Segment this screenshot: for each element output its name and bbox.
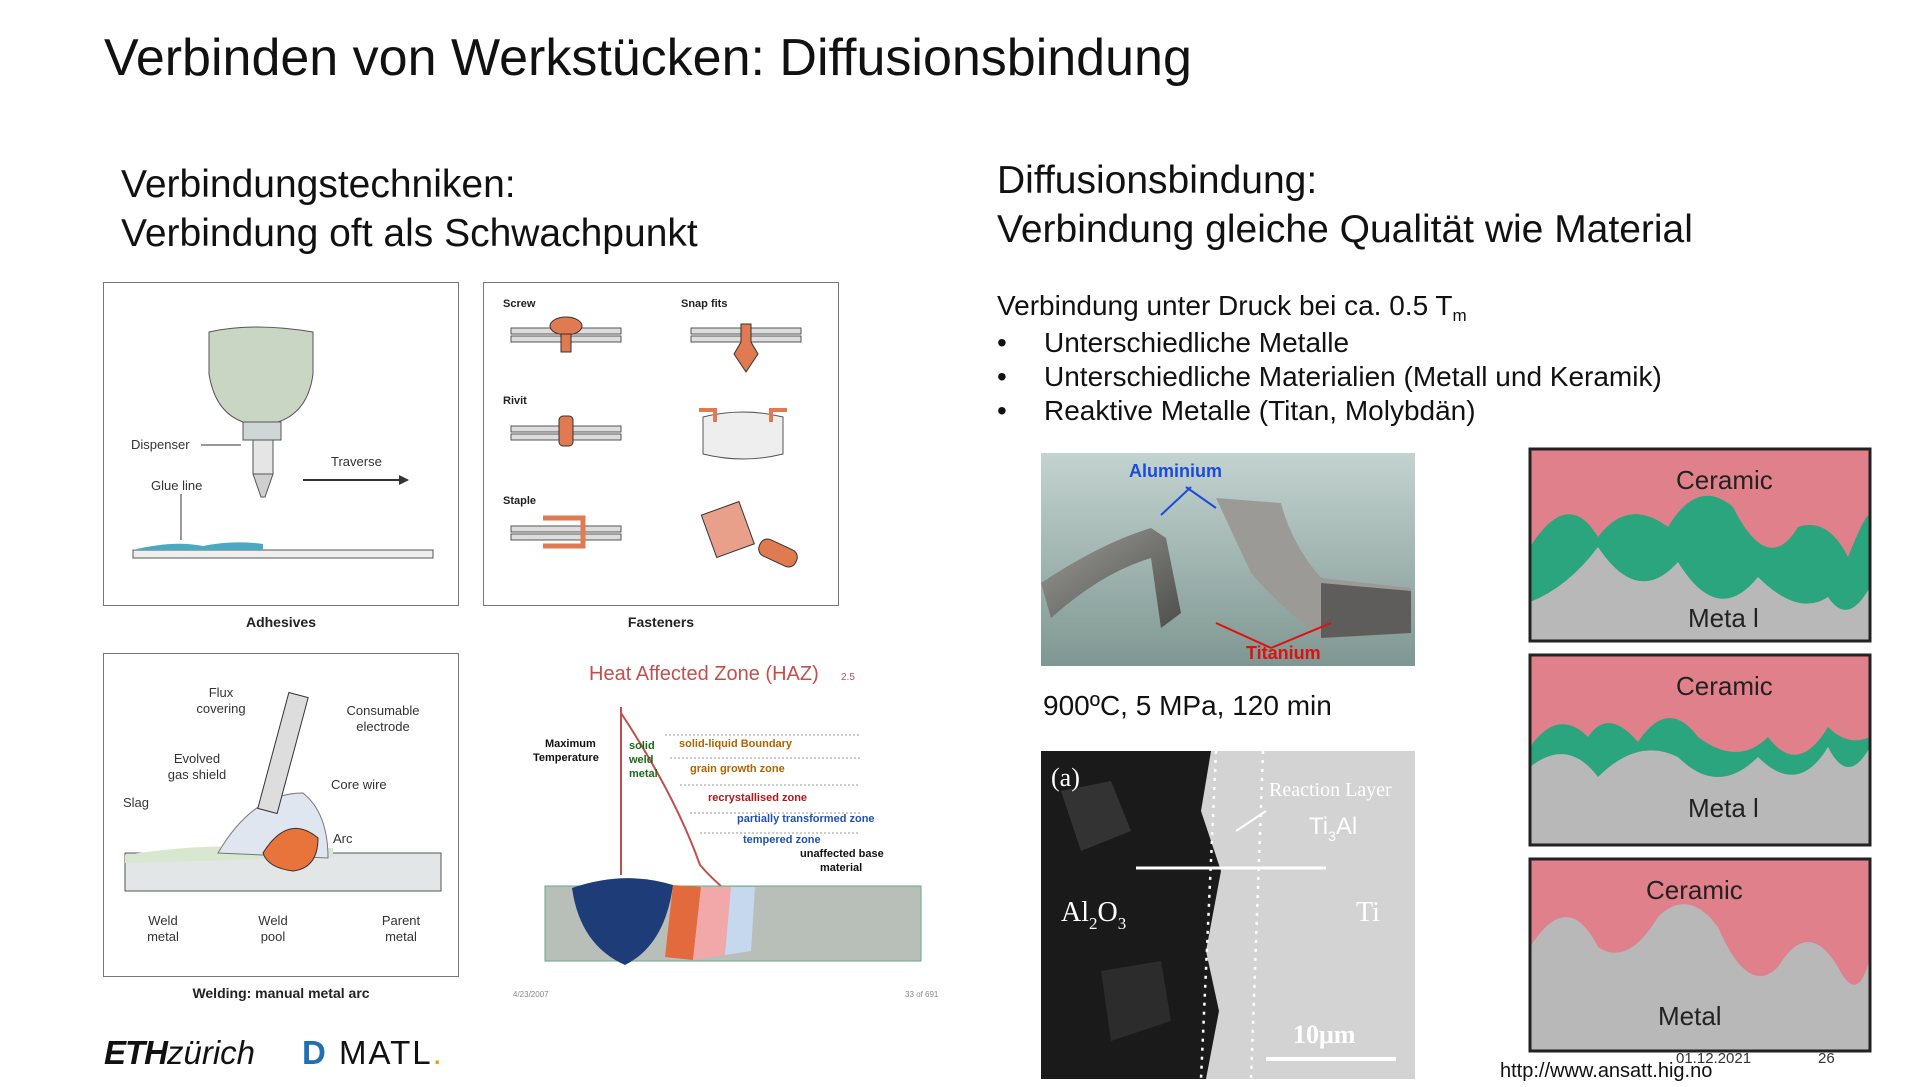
interface-panel-3: Ceramic Metal bbox=[1528, 857, 1872, 1053]
zone-solid-liquid: solid-liquid Boundary bbox=[679, 738, 793, 750]
eth-logo-bold: ETH bbox=[104, 1034, 168, 1071]
consumable-label-2: electrode bbox=[356, 719, 409, 734]
staple-label: Staple bbox=[503, 495, 536, 507]
haz-title: Heat Affected Zone (HAZ) bbox=[589, 663, 819, 685]
traverse-label: Traverse bbox=[331, 454, 382, 469]
parent-metal-label-1: Parent bbox=[382, 913, 421, 928]
left-heading-line-2: Verbindung oft als Schwachpunkt bbox=[121, 212, 698, 255]
bullet-item: Reaktive Metalle (Titan, Molybdän) bbox=[997, 394, 1662, 428]
haz-footer-page: 33 of 691 bbox=[905, 990, 939, 999]
interface-schematics: Ceramic Meta l Ceramic Meta l Ceramic Me… bbox=[1528, 447, 1872, 1053]
bullet-list: Unterschiedliche Metalle Unterschiedlich… bbox=[997, 326, 1662, 428]
weld-metal-label-2: metal bbox=[147, 929, 179, 944]
zone-recrystallised: recrystallised zone bbox=[708, 792, 807, 804]
dispenser-label: Dispenser bbox=[131, 437, 190, 452]
haz-title-number: 2.5 bbox=[841, 672, 855, 683]
solid-weld-label-2: weld bbox=[628, 754, 653, 766]
page-number: 26 bbox=[1818, 1050, 1835, 1067]
ceramic-label-1: Ceramic bbox=[1676, 465, 1773, 495]
rivit-label: Rivit bbox=[503, 395, 527, 407]
eth-zurich-logo: ETHzürich bbox=[104, 1034, 255, 1072]
weld-pool-label-1: Weld bbox=[258, 913, 287, 928]
panel-label: (a) bbox=[1051, 763, 1080, 792]
bullet-item: Unterschiedliche Metalle bbox=[997, 326, 1662, 360]
left-heading: Verbindungstechniken: Verbindung oft als… bbox=[121, 160, 698, 258]
ceramic-label-3: Ceramic bbox=[1646, 875, 1743, 905]
ceramic-label-2: Ceramic bbox=[1676, 671, 1773, 701]
reaction-layer-label: Reaction Layer bbox=[1269, 779, 1392, 801]
slag-label: Slag bbox=[123, 795, 149, 810]
scale-bar-label: 10μm bbox=[1293, 1020, 1356, 1049]
welding-caption: Welding: manual metal arc bbox=[192, 985, 369, 1001]
aluminium-titanium-photo: Aluminium Titanium bbox=[1041, 453, 1415, 666]
ti-label: Ti bbox=[1356, 897, 1380, 928]
intro-subscript: m bbox=[1452, 306, 1467, 325]
metal-label-1: Meta l bbox=[1688, 603, 1759, 633]
dmatl-logo-dot: . bbox=[432, 1034, 444, 1071]
solid-weld-label-3: metal bbox=[629, 768, 658, 780]
aluminium-label: Aluminium bbox=[1129, 461, 1222, 481]
bullet-item: Unterschiedliche Materialien (Metall und… bbox=[997, 360, 1662, 394]
zone-partially-transformed: partially transformed zone bbox=[737, 813, 875, 825]
interface-panel-2: Ceramic Meta l bbox=[1528, 653, 1872, 847]
zone-tempered: tempered zone bbox=[743, 834, 821, 846]
slide-date: 01.12.2021 bbox=[1676, 1050, 1752, 1067]
dmatl-logo-d: D bbox=[302, 1034, 328, 1071]
flux-label-1: Flux bbox=[209, 685, 234, 700]
bonding-conditions: 900ºC, 5 MPa, 120 min bbox=[1043, 690, 1332, 721]
micrograph: (a) Reaction Layer Ti3Al Al2O3 Ti 10μm bbox=[1041, 751, 1415, 1079]
right-heading: Diffusionsbindung: Verbindung gleiche Qu… bbox=[997, 156, 1693, 254]
arc-label: Arc bbox=[333, 831, 353, 846]
intro-text: Verbindung unter Druck bei ca. 0.5 Tm bbox=[997, 290, 1467, 326]
intro-main: Verbindung unter Druck bei ca. 0.5 T bbox=[997, 290, 1453, 321]
weld-pool-label-2: pool bbox=[261, 929, 286, 944]
slide-title: Verbinden von Werkstücken: Diffusionsbin… bbox=[104, 29, 1192, 87]
zone-grain-growth: grain growth zone bbox=[690, 763, 785, 775]
left-heading-line-1: Verbindungstechniken: bbox=[121, 163, 516, 206]
max-temp-label-1: Maximum bbox=[545, 738, 596, 750]
screw-label: Screw bbox=[503, 298, 536, 310]
core-wire-label: Core wire bbox=[331, 777, 387, 792]
ti3al-label: Ti3Al bbox=[1309, 813, 1357, 844]
right-heading-line-2: Verbindung gleiche Qualität wie Material bbox=[997, 208, 1693, 251]
haz-footer-date: 4/23/2007 bbox=[513, 990, 549, 999]
fasteners-caption: Fasteners bbox=[628, 614, 694, 630]
dmatl-logo-text: MATL bbox=[339, 1034, 433, 1071]
parent-metal-label-2: metal bbox=[385, 929, 417, 944]
metal-label-2: Meta l bbox=[1688, 793, 1759, 823]
zone-unaffected-1: unaffected base bbox=[800, 848, 884, 860]
eth-logo-rest: zürich bbox=[167, 1034, 256, 1071]
haz-figure: Heat Affected Zone (HAZ) 2.5 Maximum Tem… bbox=[513, 663, 939, 999]
zone-unaffected-2: material bbox=[820, 862, 862, 874]
right-heading-line-1: Diffusionsbindung: bbox=[997, 159, 1318, 202]
evolved-label-1: Evolved bbox=[174, 751, 220, 766]
consumable-label-1: Consumable bbox=[347, 703, 420, 718]
dmatl-logo: D MATL. bbox=[302, 1034, 444, 1072]
al2o3-label: Al2O3 bbox=[1061, 897, 1126, 933]
fasteners-figure: Screw Snap fits Rivit Staple Fasteners bbox=[483, 282, 839, 630]
glue-line-label: Glue line bbox=[151, 478, 202, 493]
max-temp-label-2: Temperature bbox=[533, 752, 599, 764]
metal-label-3: Metal bbox=[1658, 1001, 1722, 1031]
solid-weld-label-1: solid bbox=[629, 740, 655, 752]
interface-panel-1: Ceramic Meta l bbox=[1528, 447, 1872, 643]
flux-label-2: covering bbox=[196, 701, 245, 716]
welding-figure: Flux covering Consumable electrode Evolv… bbox=[103, 653, 459, 1001]
source-url: http://www.ansatt.hig.no bbox=[1500, 1060, 1713, 1082]
evolved-label-2: gas shield bbox=[168, 767, 227, 782]
snap-fits-label: Snap fits bbox=[681, 298, 727, 310]
adhesives-figure: Dispenser Traverse Glue line Adhesives bbox=[103, 282, 459, 630]
titanium-label: Titanium bbox=[1246, 643, 1321, 663]
adhesives-caption: Adhesives bbox=[246, 614, 316, 630]
weld-metal-label-1: Weld bbox=[148, 913, 177, 928]
